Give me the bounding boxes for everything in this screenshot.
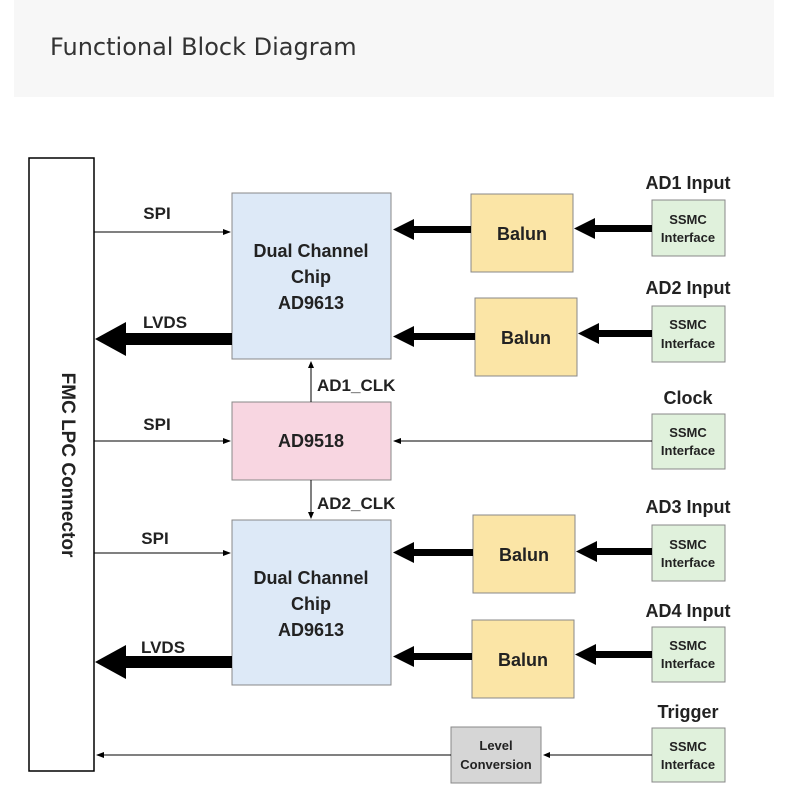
chip-bottom-line3: AD9613 — [278, 620, 344, 640]
chip-top-ad9613: Dual Channel Chip AD9613 — [231, 192, 392, 360]
ssmc2-to-balun-arrow — [578, 323, 652, 344]
balun-3-label: Balun — [499, 545, 549, 565]
balun-4: Balun — [471, 619, 575, 699]
ssmc-clock-line1: SSMC — [669, 425, 707, 440]
spi-bottom-label: SPI — [141, 529, 168, 548]
clock-chip-ad9518: AD9518 — [231, 401, 392, 481]
spi-top-label: SPI — [143, 204, 170, 223]
balun-1-label: Balun — [497, 224, 547, 244]
ssmc-ad3-line1: SSMC — [669, 537, 707, 552]
balun1-to-chip-arrow — [393, 219, 471, 240]
spi-arrow-mid: SPI — [94, 415, 231, 444]
ad1-clk-label: AD1_CLK — [317, 376, 396, 395]
ad2-clk-label: AD2_CLK — [317, 494, 396, 513]
ssmc-ad1: AD1 Input SSMC Interface — [646, 173, 731, 257]
ssmc-trigger-line1: SSMC — [669, 739, 707, 754]
ssmc-ad2-line1: SSMC — [669, 317, 707, 332]
ssmc-clock: Clock SSMC Interface — [651, 388, 726, 470]
ad2-clk-arrow: AD2_CLK — [308, 480, 396, 519]
ssmc-ad3-line2: Interface — [661, 555, 715, 570]
lvds-top-label: LVDS — [143, 313, 187, 332]
level-conversion-line1: Level — [479, 738, 512, 753]
balun-2-label: Balun — [501, 328, 551, 348]
chip-top-line1: Dual Channel — [253, 241, 368, 261]
ssmc1-to-balun-arrow — [574, 218, 652, 239]
ssmc-ad4-line1: SSMC — [669, 638, 707, 653]
balun-3: Balun — [472, 514, 576, 594]
ssmc4-to-balun-arrow — [575, 644, 652, 665]
ssmc-ad2-line2: Interface — [661, 336, 715, 351]
chip-bottom-line2: Chip — [291, 594, 331, 614]
ssmc-clock-line2: Interface — [661, 443, 715, 458]
balun-4-label: Balun — [498, 650, 548, 670]
ssmc-ad4-line2: Interface — [661, 656, 715, 671]
balun-2: Balun — [474, 297, 578, 377]
header-bar: Functional Block Diagram — [14, 0, 774, 97]
balun4-to-chip-arrow — [393, 646, 472, 667]
chip-bottom-ad9613: Dual Channel Chip AD9613 — [231, 519, 392, 686]
chip-bottom-line1: Dual Channel — [253, 568, 368, 588]
clock-chip-label: AD9518 — [278, 431, 344, 451]
ssmc-ad4: AD4 Input SSMC Interface — [646, 601, 731, 683]
chip-top-line3: AD9613 — [278, 293, 344, 313]
lvds-bottom-label: LVDS — [141, 638, 185, 657]
ssmc-ad2-title: AD2 Input — [646, 278, 731, 298]
ssmc-ad4-title: AD4 Input — [646, 601, 731, 621]
level-conversion-line2: Conversion — [460, 757, 532, 772]
ssmc-trigger: Trigger SSMC Interface — [651, 702, 726, 783]
ssmc-trigger-line2: Interface — [661, 757, 715, 772]
ssmc-ad3-title: AD3 Input — [646, 497, 731, 517]
ssmc-ad3: AD3 Input SSMC Interface — [646, 497, 731, 582]
ssmc-trigger-title: Trigger — [657, 702, 718, 722]
balun2-to-chip-arrow — [393, 326, 475, 347]
fmc-connector-label: FMC LPC Connector — [57, 373, 78, 558]
ssmc-clock-title: Clock — [663, 388, 713, 408]
chip-top-line2: Chip — [291, 267, 331, 287]
fmc-lpc-connector: FMC LPC Connector — [28, 157, 95, 772]
spi-arrow-top: SPI — [94, 204, 231, 235]
level-conversion: Level Conversion — [450, 726, 542, 784]
page-title: Functional Block Diagram — [50, 33, 357, 61]
ssmc-ad2: AD2 Input SSMC Interface — [646, 278, 731, 363]
ad1-clk-arrow: AD1_CLK — [308, 361, 396, 402]
ssmc3-to-balun-arrow — [576, 541, 652, 562]
lvds-arrow-top: LVDS — [95, 313, 232, 356]
ssmc-ad1-line1: SSMC — [669, 212, 707, 227]
spi-mid-label: SPI — [143, 415, 170, 434]
spi-arrow-bottom: SPI — [94, 529, 231, 556]
balun-1: Balun — [470, 193, 574, 273]
ssmc-ad1-title: AD1 Input — [646, 173, 731, 193]
lvds-arrow-bottom: LVDS — [95, 638, 232, 679]
balun3-to-chip-arrow — [393, 542, 473, 563]
ssmc-ad1-line2: Interface — [661, 230, 715, 245]
